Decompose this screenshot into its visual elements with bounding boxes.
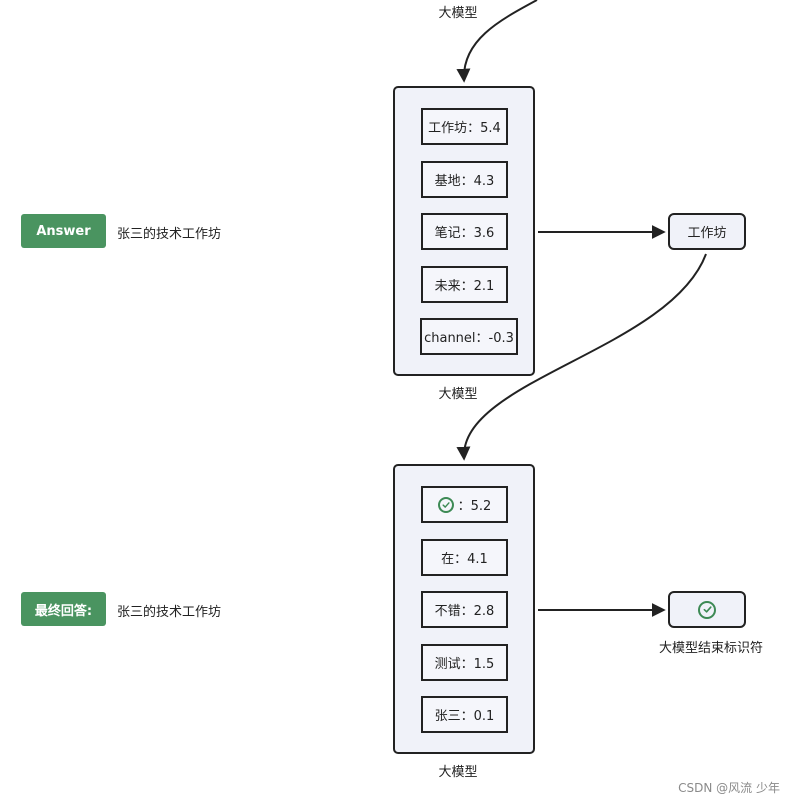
- watermark: CSDN @风流 少年: [678, 781, 780, 795]
- token-candidate-3: 不错：2.8: [421, 591, 508, 628]
- token-candidate-4: 测试：1.5: [421, 644, 508, 681]
- token-candidate-3: 笔记：3.6: [421, 213, 508, 250]
- check-circle-icon: [437, 496, 454, 513]
- token-candidate-2: 在：4.1: [421, 539, 508, 576]
- answer-badge: Answer: [21, 214, 106, 248]
- token-candidate-1: 工作坊：5.4: [421, 108, 508, 145]
- output-token-box: 工作坊: [668, 213, 746, 250]
- token-candidate-5: 张三：0.1: [421, 696, 508, 733]
- check-circle-icon: [698, 600, 716, 619]
- token-candidate-4: 未来：2.1: [421, 266, 508, 303]
- final-answer-text: 张三的技术工作坊: [117, 605, 222, 620]
- arrow-output-to-model-2: [456, 253, 707, 461]
- model-2-label: 大模型: [438, 765, 478, 780]
- model-1-label: 大模型: [438, 387, 478, 402]
- end-marker-label: 大模型结束标识符: [658, 641, 764, 656]
- token-candidate-eos-text: ：5.2: [457, 499, 492, 514]
- arrow-top-into-model-1: [456, 0, 538, 83]
- token-candidate-2: 基地：4.3: [421, 161, 508, 198]
- top-model-label: 大模型: [438, 6, 478, 21]
- final-answer-badge: 最终回答:: [21, 592, 106, 626]
- token-candidate-5: channel：-0.3: [420, 318, 518, 355]
- token-candidate-eos: ：5.2: [421, 486, 508, 523]
- answer-text: 张三的技术工作坊: [117, 227, 222, 242]
- end-marker-box: [668, 591, 746, 628]
